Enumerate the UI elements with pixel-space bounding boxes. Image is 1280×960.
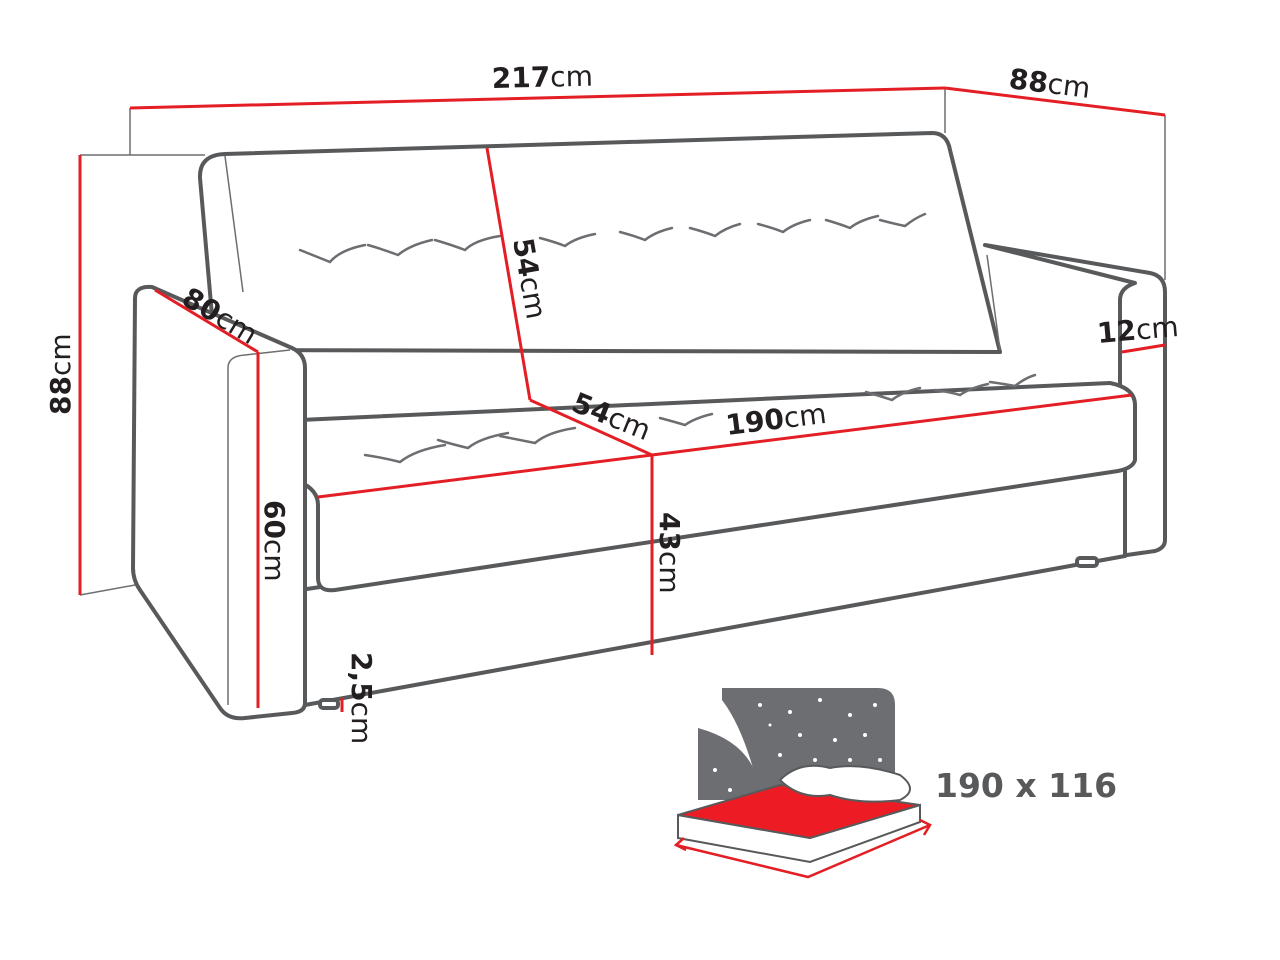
tufting [298,212,1037,464]
backrest [197,131,1002,354]
label-armrest-height: 60cm [258,500,291,582]
seat-cushion [298,381,1137,593]
sleeping-area-label: 190 x 116 [935,766,1117,805]
extension-lines [79,88,1166,596]
label-seat-height: 43cm [653,512,686,594]
label-seat-width: 190cm [724,397,828,442]
label-leg-height: 2,5cm [345,652,378,744]
label-backrest-height: 54cm [506,235,553,321]
dimension-lines [78,86,1166,712]
label-height: 88cm [44,333,77,415]
label-armrest-width: 12cm [1096,310,1180,350]
left-armrest [131,284,307,721]
sleeping-area-icon [673,688,932,879]
stars-icon [713,698,882,792]
label-total-width: 217cm [491,60,593,95]
label-depth: 88cm [1007,62,1092,105]
